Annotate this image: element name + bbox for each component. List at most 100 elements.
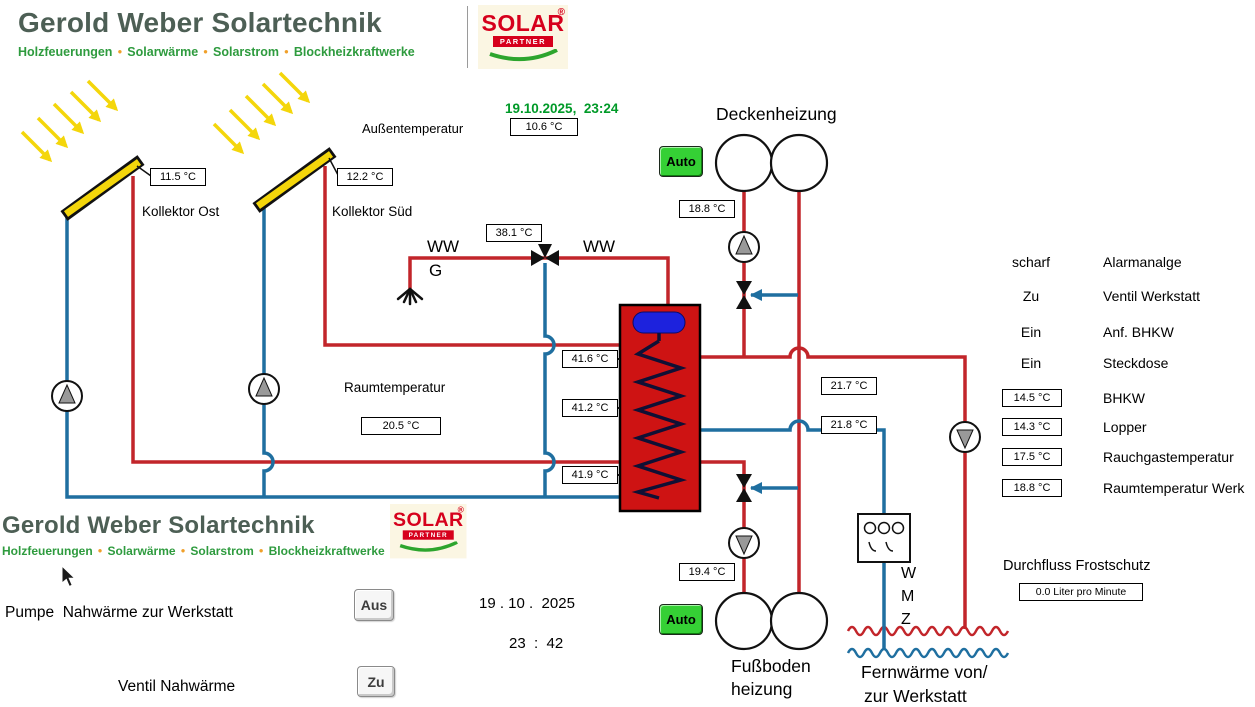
sun-rays-ost-icon — [20, 79, 119, 163]
district-flow-temp: 21.7 °C — [821, 377, 877, 395]
valve-ww-mixing-icon — [531, 244, 559, 266]
werkstatt-room-temp-label: Raumtemperatur Werk — [1103, 480, 1245, 496]
status-steckdose-label: Steckdose — [1103, 355, 1169, 371]
tank-temp-top: 41.6 °C — [562, 350, 618, 368]
fussboden-label-line1: Fußboden — [731, 656, 811, 676]
date-display-bottom: 19 . 10 . 2025 — [479, 595, 575, 612]
pump-kollektor-ost-icon — [51, 380, 83, 412]
collector-panel-sued — [252, 147, 339, 213]
ww-temp: 38.1 °C — [486, 224, 542, 242]
lopper-temp-value: 14.3 °C — [1002, 418, 1062, 436]
swoosh-icon — [399, 540, 458, 552]
fussboden-temp: 19.4 °C — [679, 563, 735, 581]
flow-arrow-icon — [750, 482, 762, 494]
partner-strip: PARTNER — [402, 529, 454, 540]
swoosh-icon — [489, 48, 558, 61]
tank-temp-bottom: 41.9 °C — [562, 466, 618, 484]
tagline-item: Solarstrom — [213, 44, 280, 59]
bhkw-temp-label: BHKW — [1103, 390, 1145, 406]
solar-logo-word: SOLAR — [481, 9, 565, 36]
mouse-cursor-icon — [61, 564, 76, 588]
status-bhkw-label: Anf. BHKW — [1103, 324, 1174, 340]
werkstatt-room-temp-value: 18.8 °C — [1002, 479, 1062, 497]
company-logo: Gerold Weber Solartechnik Holzfeuerungen… — [18, 7, 415, 59]
partner-strip: PARTNER — [492, 35, 554, 47]
ventil-nahwaerme-button[interactable]: Zu — [357, 666, 395, 697]
deckenheizung-auto-button[interactable]: Auto — [659, 146, 703, 177]
pump-fernwaerme-icon — [949, 421, 981, 453]
room-temp-value: 20.5 °C — [361, 417, 441, 435]
registered-mark: ® — [557, 7, 565, 18]
company-tagline: Holzfeuerungen ● Solarwärme ● Solarstrom ● Blo… — [18, 45, 415, 59]
status-bhkw-state: Ein — [1020, 324, 1042, 340]
pump-nahwaerme-label: Pumpe Nahwärme zur Werkstatt — [5, 604, 233, 621]
status-alarm-label: Alarmanalge — [1103, 254, 1182, 270]
company-name: Gerold Weber Solartechnik — [2, 512, 315, 539]
rauchgas-temp-value: 17.5 °C — [1002, 448, 1062, 466]
fussboden-auto-button[interactable]: Auto — [659, 604, 703, 635]
outside-temp-label: Außentemperatur — [362, 121, 464, 136]
status-alarm-state: scharf — [1011, 254, 1051, 270]
company-name: Gerold Weber Solartechnik — [18, 7, 382, 38]
deckenheizung-exchanger-icon — [714, 133, 829, 193]
kollektor-sued-label: Kollektor Süd — [332, 204, 413, 219]
fussboden-label-line2: heizung — [731, 679, 793, 699]
company-tagline: Holzfeuerungen●Solarwärme●Solarstrom●Blo… — [2, 544, 385, 558]
frostschutz-label: Durchfluss Frostschutz — [1003, 558, 1151, 574]
wmz-letter-z: Z — [901, 611, 911, 628]
tagline-item: Blockheizkraftwerke — [293, 44, 415, 59]
tagline-item: Holzfeuerungen — [18, 44, 113, 59]
drain-icon — [396, 287, 424, 306]
solar-partner-logo: ® SOLAR PARTNER — [478, 5, 568, 69]
room-temp-label: Raumtemperatur — [344, 380, 446, 395]
deckenheizung-temp: 18.8 °C — [679, 200, 735, 218]
pump-fussboden-icon — [728, 527, 760, 559]
cold-pipes — [65, 206, 1010, 659]
tagline-item: Solarstrom — [190, 544, 254, 559]
pump-kollektor-sued-icon — [248, 373, 280, 405]
ww-label-right: WW — [583, 237, 616, 256]
lopper-temp-label: Lopper — [1103, 419, 1147, 435]
deckenheizung-label: Deckenheizung — [716, 104, 837, 124]
sun-rays-sued-icon — [212, 71, 311, 155]
frostschutz-value: 0.0 Liter pro Minute — [1019, 583, 1143, 601]
heat-meter-wmz-icon — [857, 513, 911, 563]
tagline-item: Solarwärme — [127, 44, 199, 59]
valve-fussboden-icon — [736, 474, 752, 502]
kollektor-sued-temp: 12.2 °C — [337, 168, 393, 186]
flow-arrow-icon — [750, 289, 762, 301]
kollektor-ost-temp: 11.5 °C — [150, 168, 206, 186]
status-ventil-state: Zu — [1022, 288, 1040, 304]
registered-mark: ® — [457, 505, 464, 516]
wmz-letter-w: W — [901, 565, 917, 582]
ventil-nahwaerme-label: Ventil Nahwärme — [118, 678, 236, 695]
time-display-bottom: 23 : 42 — [509, 635, 564, 652]
fernwaerme-label-line1: Fernwärme von/ — [861, 662, 988, 682]
fernwaerme-label-line2: zur Werkstatt — [864, 686, 967, 706]
valve-deckenheizung-icon — [736, 281, 752, 309]
datetime-display: 19.10.2025, 23:24 — [505, 101, 619, 116]
ww-label-g: G — [429, 261, 443, 280]
wmz-letter-m: M — [901, 588, 915, 605]
tagline-item: Blockheizkraftwerke — [268, 544, 385, 559]
buffer-tank — [612, 303, 702, 513]
tagline-bullet-icon: ● — [203, 46, 209, 56]
tagline-item: Holzfeuerungen — [2, 544, 93, 559]
tagline-bullet-icon: ● — [258, 546, 264, 556]
ww-label-left: WW — [427, 237, 460, 256]
district-return-temp: 21.8 °C — [821, 416, 877, 434]
pump-nahwaerme-button[interactable]: Aus — [354, 589, 394, 621]
tagline-bullet-icon: ● — [180, 546, 186, 556]
status-ventil-label: Ventil Werkstatt — [1103, 288, 1201, 304]
tagline-bullet-icon: ● — [97, 546, 103, 556]
outside-temp-value: 10.6 °C — [510, 118, 578, 136]
logo-divider — [467, 6, 468, 68]
collector-panel-ost — [60, 155, 152, 221]
rauchgas-temp-label: Rauchgastemperatur — [1103, 449, 1234, 465]
tagline-bullet-icon: ● — [284, 46, 289, 56]
pump-deckenheizung-icon — [728, 231, 760, 263]
kollektor-ost-label: Kollektor Ost — [142, 204, 220, 219]
tagline-bullet-icon: ● — [117, 46, 123, 56]
